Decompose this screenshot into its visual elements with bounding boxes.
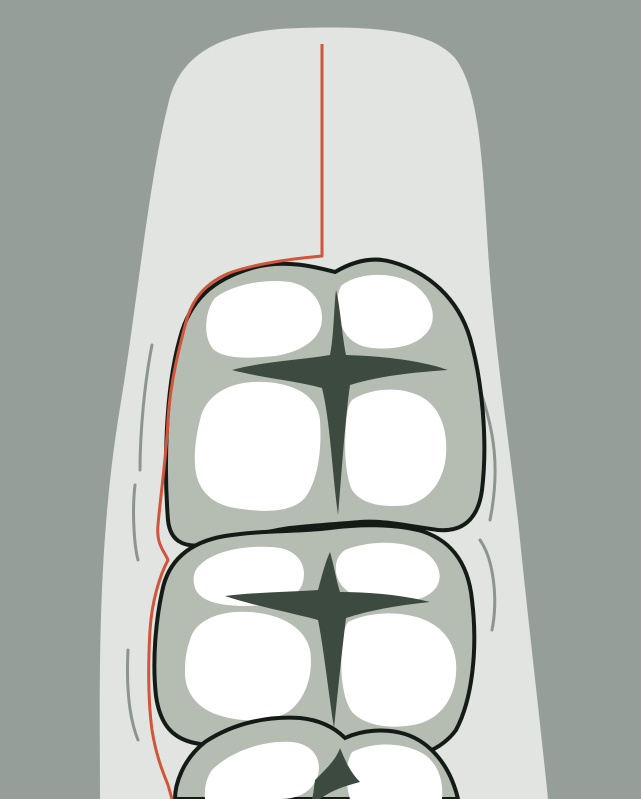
cusp-upper-distolingual <box>345 390 446 506</box>
upper-tooth <box>166 260 484 546</box>
cusp-middle-lingual-2 <box>341 613 456 726</box>
cusp-middle-lingual-1 <box>185 612 311 721</box>
cusp-upper-mesiolingual <box>195 382 321 511</box>
